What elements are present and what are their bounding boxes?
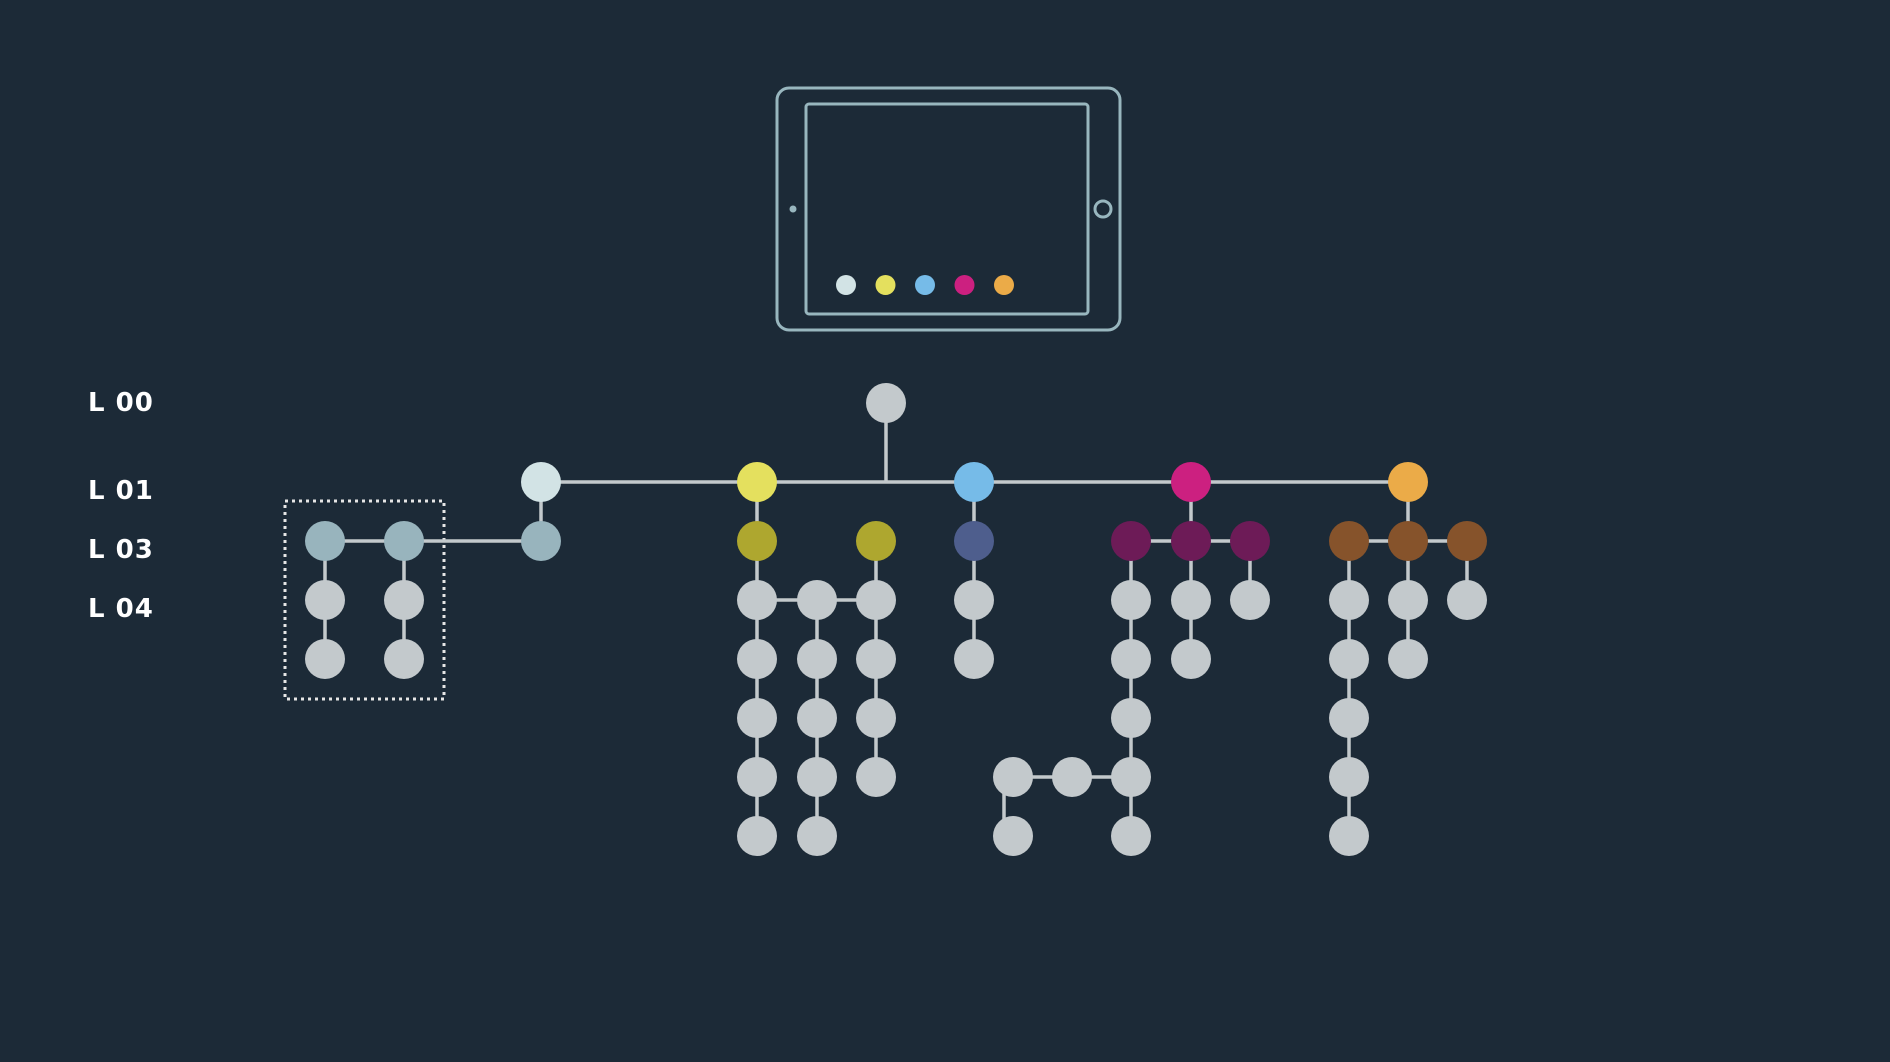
tree-node bbox=[954, 639, 994, 679]
tree-node bbox=[797, 580, 837, 620]
tree-node bbox=[856, 639, 896, 679]
tablet-frame bbox=[775, 86, 1122, 332]
tree-node bbox=[737, 639, 777, 679]
tree-node bbox=[384, 639, 424, 679]
tree-node bbox=[1171, 462, 1211, 502]
tree-node bbox=[305, 521, 345, 561]
tree-node bbox=[1111, 580, 1151, 620]
tree-node bbox=[797, 816, 837, 856]
tree-node bbox=[737, 816, 777, 856]
level-label-l01: L 01 bbox=[88, 476, 154, 506]
tree-node bbox=[1171, 521, 1211, 561]
tree-node bbox=[856, 698, 896, 738]
selection-box bbox=[283, 499, 446, 701]
tree-node bbox=[737, 462, 777, 502]
tree-node bbox=[1171, 639, 1211, 679]
tree-node bbox=[1230, 521, 1270, 561]
tree-node bbox=[797, 698, 837, 738]
tree-node bbox=[1329, 816, 1369, 856]
tree-node bbox=[1171, 580, 1211, 620]
tablet-device-icon bbox=[775, 86, 1122, 332]
tree-node bbox=[856, 521, 896, 561]
tree-node bbox=[1111, 639, 1151, 679]
tree-node bbox=[384, 521, 424, 561]
level-label-l03: L 03 bbox=[88, 535, 154, 565]
tree-node bbox=[993, 757, 1033, 797]
tree-node bbox=[305, 580, 345, 620]
tree-node bbox=[1388, 639, 1428, 679]
tree-node bbox=[856, 757, 896, 797]
tree-node bbox=[866, 383, 906, 423]
tree-node bbox=[1111, 698, 1151, 738]
tree-node bbox=[1447, 521, 1487, 561]
tree-node bbox=[737, 757, 777, 797]
tree-node bbox=[305, 639, 345, 679]
level-label-l00: L 00 bbox=[88, 388, 154, 418]
tablet-home-button bbox=[1093, 199, 1113, 219]
tree-node bbox=[521, 462, 561, 502]
tree-node bbox=[737, 580, 777, 620]
tree-nodes bbox=[305, 383, 1487, 856]
tree-node bbox=[1230, 580, 1270, 620]
tree-node bbox=[993, 816, 1033, 856]
tree-node bbox=[797, 639, 837, 679]
tablet-dot bbox=[954, 275, 975, 295]
tree-node bbox=[1388, 462, 1428, 502]
tree-node bbox=[1111, 816, 1151, 856]
tree-node bbox=[1329, 698, 1369, 738]
tree-node bbox=[797, 757, 837, 797]
tree-node bbox=[1111, 757, 1151, 797]
tablet-screen bbox=[804, 102, 1090, 316]
tree-node bbox=[737, 698, 777, 738]
level-label-l04: L 04 bbox=[88, 594, 154, 624]
tablet-dot bbox=[875, 275, 896, 295]
tablet-camera bbox=[789, 205, 797, 213]
tree-node bbox=[384, 580, 424, 620]
tree-node bbox=[1052, 757, 1092, 797]
tablet-dot bbox=[915, 275, 935, 295]
tree-node bbox=[1388, 521, 1428, 561]
tablet-color-dots bbox=[836, 275, 1014, 295]
tree-node bbox=[954, 580, 994, 620]
tree-node bbox=[1388, 580, 1428, 620]
dotted-selection-box bbox=[283, 499, 446, 701]
tree-node bbox=[1329, 521, 1369, 561]
tree-node bbox=[1329, 757, 1369, 797]
tree-node bbox=[1329, 639, 1369, 679]
tree-node bbox=[737, 521, 777, 561]
tree-node bbox=[1111, 521, 1151, 561]
tree-node bbox=[521, 521, 561, 561]
tree-node bbox=[954, 462, 994, 502]
tree-node bbox=[954, 521, 994, 561]
tree-connectors bbox=[323, 403, 1469, 838]
tablet-dot bbox=[836, 275, 856, 295]
tree-node bbox=[1447, 580, 1487, 620]
tablet-dot bbox=[994, 275, 1014, 295]
tree-node bbox=[856, 580, 896, 620]
tree-node bbox=[1329, 580, 1369, 620]
